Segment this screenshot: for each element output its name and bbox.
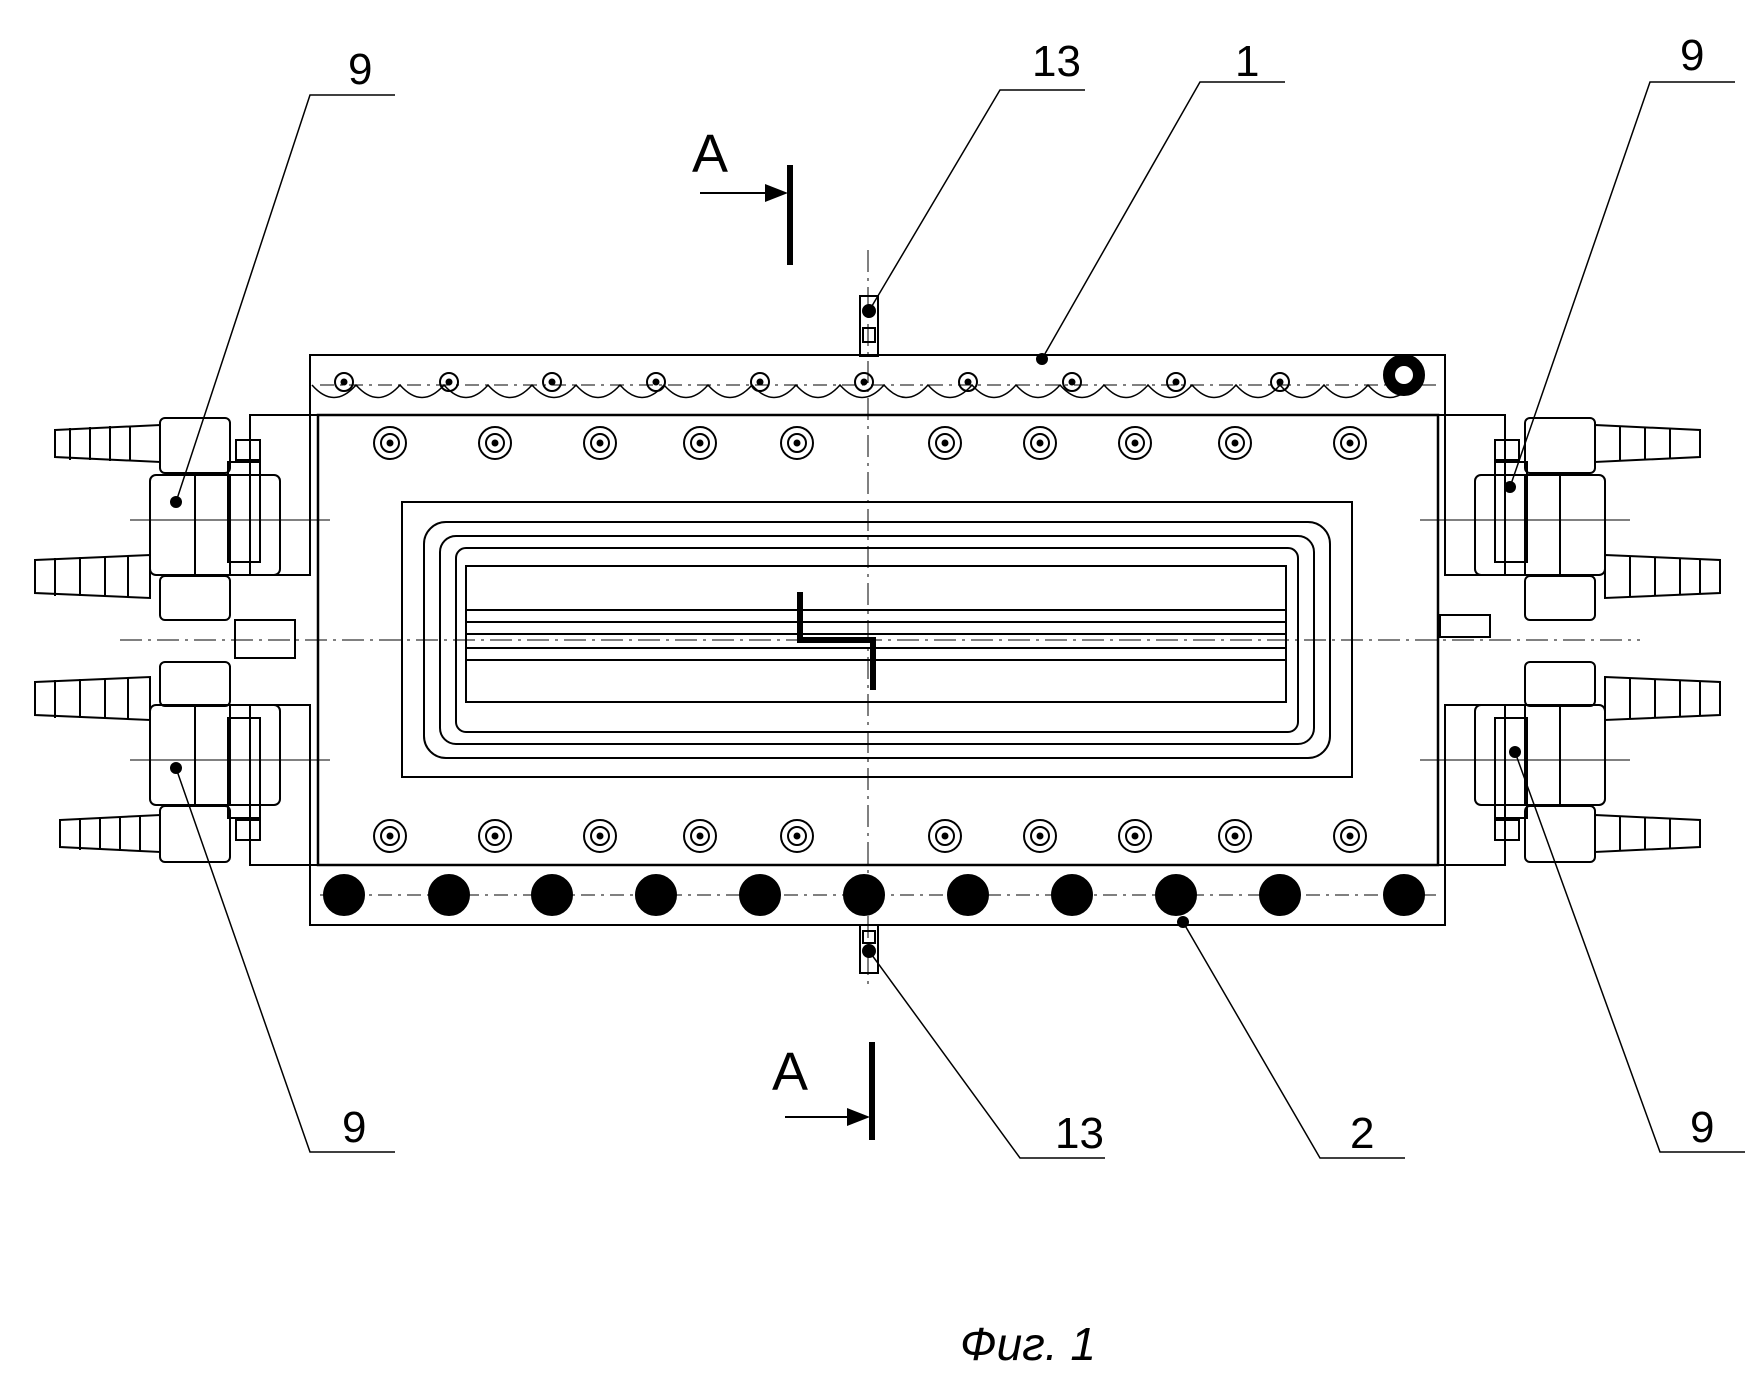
bolt [1394,365,1414,385]
callout-13-bottom: 13 [1055,1109,1104,1158]
bolt [844,875,884,915]
bolt [948,875,988,915]
bolt [492,440,498,446]
fitting-bottom-left [35,662,330,865]
left-side-block [235,620,295,658]
bolt [1232,440,1238,446]
callout-9-top-right: 9 [1680,31,1704,80]
bolt [653,379,659,385]
bolt [1347,440,1353,446]
bolt [1232,833,1238,839]
bolt [341,379,347,385]
bolt [1037,833,1043,839]
bolt [1052,875,1092,915]
bolt [387,833,393,839]
bolt [1132,833,1138,839]
bolt [794,440,800,446]
bolt [861,379,867,385]
fitting-top-left [35,415,330,620]
bolt [1037,440,1043,446]
bolt [1260,875,1300,915]
bolt [697,440,703,446]
callout-2-bottom-plate: 2 [1350,1109,1374,1158]
bolt [1347,833,1353,839]
bolt [1069,379,1075,385]
section-label-bottom: A [772,1042,808,1102]
bolt [965,379,971,385]
bolt [757,379,763,385]
bolt [532,875,572,915]
section-label-top: A [692,124,728,184]
bolt [597,833,603,839]
bottom-center-tab [860,925,878,973]
bolt [324,875,364,915]
bolt [697,833,703,839]
bolt [1173,379,1179,385]
bolt [492,833,498,839]
figure-caption: Фиг. 1 [960,1318,1096,1370]
fitting-bottom-right [1420,662,1720,865]
bolt [1132,440,1138,446]
bottom-plate-bolts [324,875,1424,915]
bolt [1384,875,1424,915]
callout-1-top-plate: 1 [1235,37,1259,86]
bolt [942,833,948,839]
callout-13-top: 13 [1032,37,1081,86]
callout-9-bottom-right: 9 [1690,1103,1714,1152]
right-side-block [1440,615,1490,637]
callout-9-bottom-left: 9 [342,1103,366,1152]
callout-9-top-left: 9 [348,45,372,94]
bolt [942,440,948,446]
bolt [794,833,800,839]
bolt [429,875,469,915]
bolt [446,379,452,385]
bolt [1156,875,1196,915]
bolt [740,875,780,915]
leader-lines [176,82,1745,1158]
bolt [636,875,676,915]
fitting-top-right [1420,415,1720,620]
bolt [387,440,393,446]
top-center-tab [860,296,878,356]
bolt [1277,379,1283,385]
bolt [597,440,603,446]
top-plate [310,355,1445,415]
bolt [549,379,555,385]
